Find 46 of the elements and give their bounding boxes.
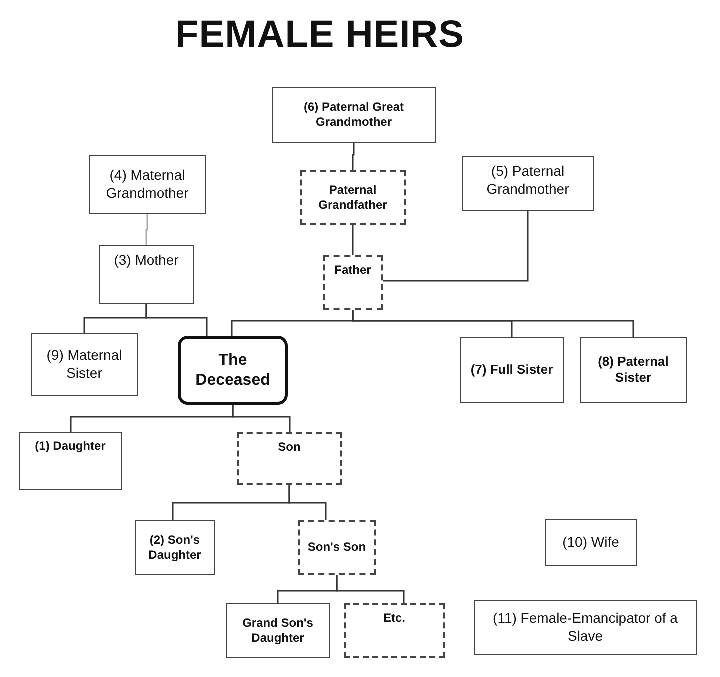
node-label: (5) Paternal Grandmother [486, 163, 570, 198]
connector-line [352, 225, 354, 255]
node-label: (4) Maternal Grandmother [105, 167, 190, 202]
dashed-relative-box [237, 432, 342, 485]
connector-line [352, 310, 634, 337]
dashed-relative-box [298, 520, 376, 575]
connector-line [336, 575, 405, 603]
heir-box [99, 245, 194, 304]
node-label: Son's Son [308, 540, 366, 555]
node-label: (3) Mother [114, 252, 179, 270]
heir-box [272, 87, 436, 143]
heir-box [545, 519, 637, 566]
heir-box [31, 333, 138, 396]
node-label: Father [334, 263, 372, 278]
dashed-relative-box [300, 170, 406, 225]
deceased-box [178, 336, 288, 405]
node-label: (6) Paternal Great Grandmother [302, 100, 406, 130]
node-label: (11) Female-Emancipator of a Slave [492, 610, 679, 645]
dashed-relative-box [323, 255, 383, 310]
node-label: (10) Wife [562, 534, 620, 552]
node-label: Grand Son's Daughter [242, 616, 314, 646]
heir-box [460, 337, 564, 403]
heir-box [89, 155, 206, 214]
node-label: Etc. [383, 611, 406, 626]
dashed-relative-box [344, 603, 445, 658]
connector-line [383, 211, 529, 282]
connector-line [288, 485, 327, 520]
heir-box [135, 520, 215, 575]
heir-box [19, 432, 122, 490]
node-label: The Deceased [194, 350, 272, 390]
node-label: Son [278, 440, 301, 455]
node-label: (8) Paternal Sister [597, 354, 670, 386]
heir-box [474, 600, 697, 655]
connector-line [232, 405, 291, 432]
heir-box [580, 337, 687, 403]
diagram-title: FEMALE HEIRS [174, 14, 466, 57]
connector-line [352, 143, 355, 170]
node-label: Paternal Grandfather [318, 182, 388, 212]
heir-box [226, 603, 330, 658]
heir-box [462, 156, 594, 211]
node-label: (2) Son's Daughter [148, 532, 202, 562]
connector-line [146, 214, 148, 245]
node-label: (7) Full Sister [470, 362, 554, 378]
connector-line [146, 304, 208, 336]
node-label: (1) Daughter [35, 439, 106, 454]
node-label: (9) Maternal Sister [46, 347, 124, 382]
